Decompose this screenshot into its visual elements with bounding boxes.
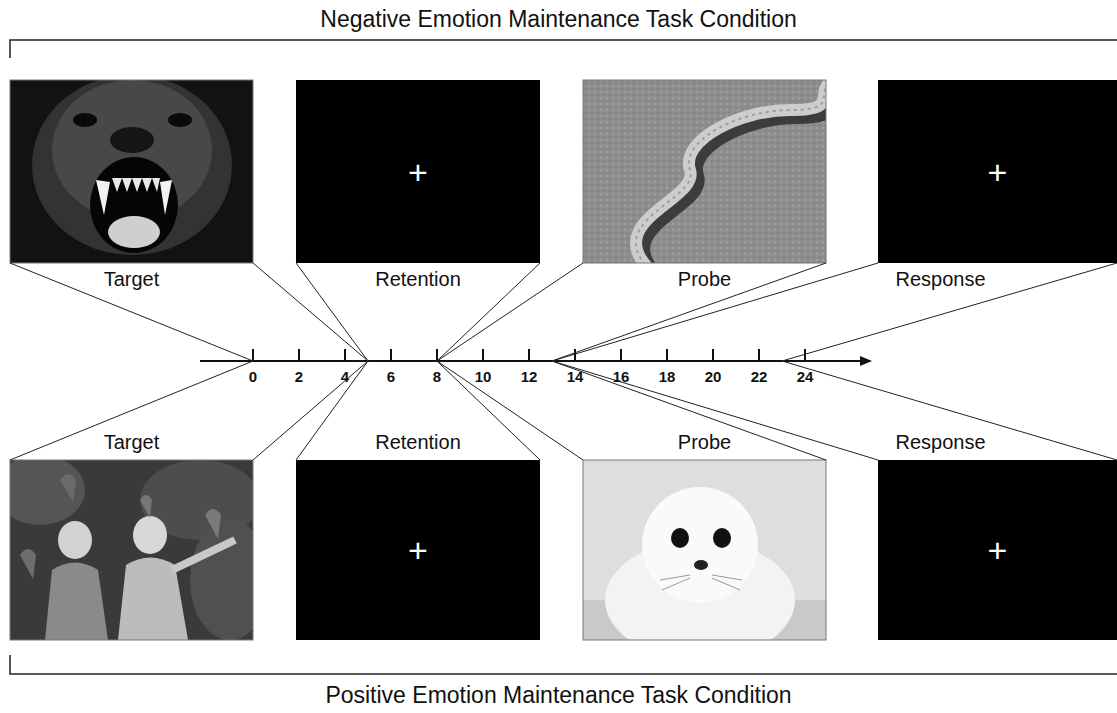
tick-number: 20	[698, 368, 728, 385]
panel-label: Retention	[296, 431, 540, 454]
dog-photo	[10, 80, 253, 263]
fixation-panel: + Retention	[296, 80, 540, 295]
tick-number: 10	[468, 368, 498, 385]
fixation-screen	[296, 460, 540, 640]
stimulus-panel: Target	[10, 80, 253, 295]
timeline	[200, 349, 872, 366]
panel-label: Probe	[583, 268, 826, 291]
tick-number: 0	[238, 368, 268, 385]
fixation-cross: +	[878, 533, 1117, 567]
fixation-cross: +	[296, 533, 540, 567]
fixation-panel: Response+	[878, 428, 1117, 640]
fixation-cross: +	[296, 155, 540, 189]
tick-number: 4	[330, 368, 360, 385]
fixation-panel: +Response	[878, 80, 1117, 295]
tick-number: 14	[560, 368, 590, 385]
fixation-cross: +	[878, 155, 1117, 189]
fixation-screen	[878, 460, 1117, 640]
panel-label: Response	[821, 268, 1060, 291]
stimulus-panel: Probe	[583, 80, 826, 295]
fixation-screen	[878, 80, 1117, 263]
seal-photo	[583, 460, 826, 640]
fixation-screen	[296, 80, 540, 263]
stimulus-panel: Probe	[583, 428, 826, 640]
tick-number: 8	[422, 368, 452, 385]
tick-number: 24	[790, 368, 820, 385]
panel-label: Target	[10, 268, 253, 291]
women-photo	[10, 460, 253, 640]
panel-label: Response	[821, 431, 1060, 454]
tick-number: 18	[652, 368, 682, 385]
tick-number: 16	[606, 368, 636, 385]
leader-line	[10, 263, 1117, 460]
panel-label: Target	[10, 431, 253, 454]
caption: Positive Emotion Maintenance Task Condit…	[0, 682, 1117, 709]
tick-number: 22	[744, 368, 774, 385]
tick-number: 2	[284, 368, 314, 385]
panel-label: Retention	[296, 268, 540, 291]
title: Negative Emotion Maintenance Task Condit…	[0, 6, 1117, 33]
bracket	[10, 40, 1117, 674]
fixation-panel: Retention +	[296, 428, 540, 640]
tick-number: 6	[376, 368, 406, 385]
snake-photo	[583, 80, 826, 263]
stimulus-panel: Target	[10, 428, 253, 640]
panel-label: Probe	[583, 431, 826, 454]
tick-number: 12	[514, 368, 544, 385]
